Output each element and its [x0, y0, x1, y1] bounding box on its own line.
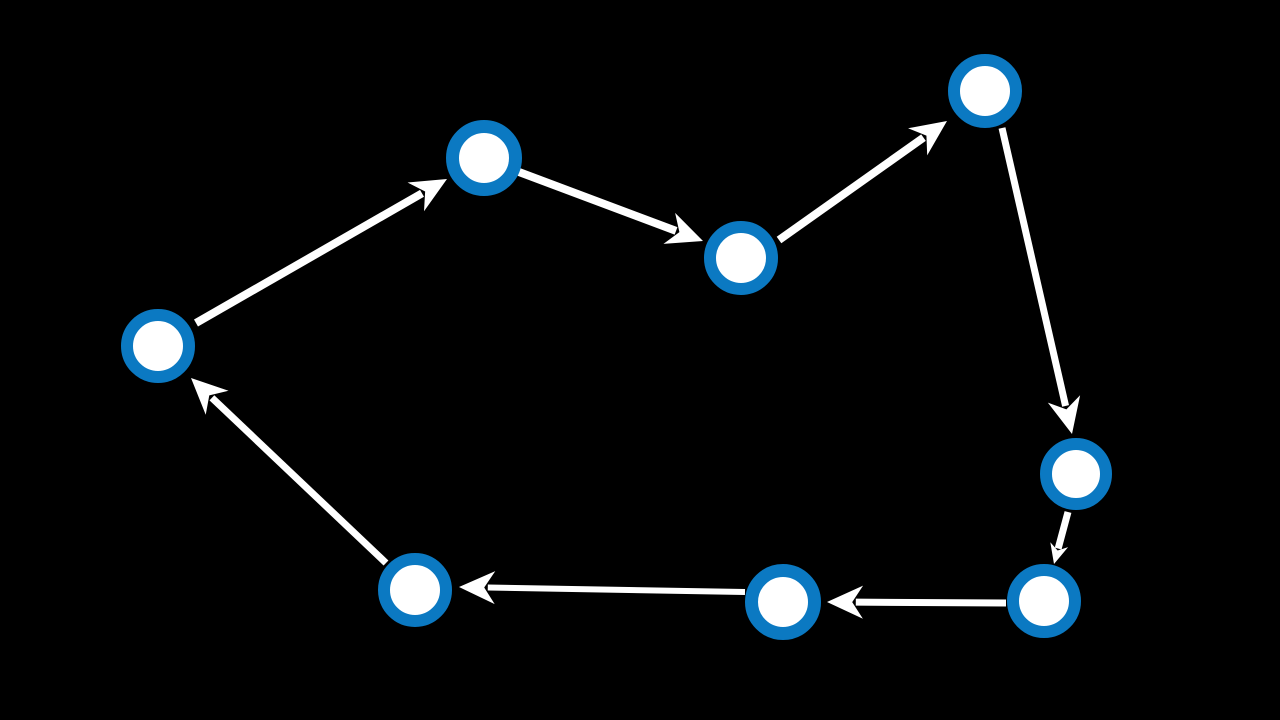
node-ring [1007, 564, 1081, 638]
graph-node-n6[interactable] [1007, 564, 1081, 638]
graph-node-n7[interactable] [745, 564, 821, 640]
edge-shaft [776, 134, 926, 244]
node-ring [948, 54, 1022, 128]
edge-shaft [517, 168, 678, 235]
node-ring [378, 553, 452, 627]
graph-edge-e2[interactable] [517, 168, 703, 244]
edge-shaft [194, 189, 425, 327]
edge-shaft [487, 584, 746, 595]
graph-node-n5[interactable] [1040, 438, 1112, 510]
edge-layer [191, 121, 1081, 619]
node-ring [121, 309, 195, 383]
edge-arrowhead [1047, 395, 1081, 434]
graph-edge-e3[interactable] [776, 121, 947, 244]
graph-node-n4[interactable] [948, 54, 1022, 128]
edge-shaft [998, 127, 1069, 407]
graph-node-n2[interactable] [446, 120, 522, 196]
edge-shaft [855, 598, 1007, 607]
graph-node-n3[interactable] [704, 221, 778, 295]
graph-edge-e7[interactable] [459, 571, 746, 605]
edge-arrowhead [407, 179, 447, 212]
edge-shaft [1054, 511, 1072, 550]
graph-edge-e6[interactable] [827, 585, 1007, 619]
graph-edge-e1[interactable] [194, 179, 447, 327]
node-layer [121, 54, 1112, 640]
graph-node-n1[interactable] [121, 309, 195, 383]
graph-edge-e4[interactable] [998, 127, 1081, 434]
graph-node-n8[interactable] [378, 553, 452, 627]
node-ring [704, 221, 778, 295]
edge-arrowhead [908, 121, 947, 156]
node-ring [1040, 438, 1112, 510]
edge-arrowhead [191, 378, 229, 415]
edge-arrowhead [663, 212, 703, 244]
edge-shaft [209, 395, 389, 566]
edge-arrowhead [1050, 542, 1069, 564]
graph-edge-e5[interactable] [1050, 511, 1072, 564]
graph-edge-e8[interactable] [191, 378, 389, 566]
node-ring [745, 564, 821, 640]
node-ring [446, 120, 522, 196]
edge-arrowhead [827, 585, 864, 619]
edge-arrowhead [459, 571, 496, 605]
